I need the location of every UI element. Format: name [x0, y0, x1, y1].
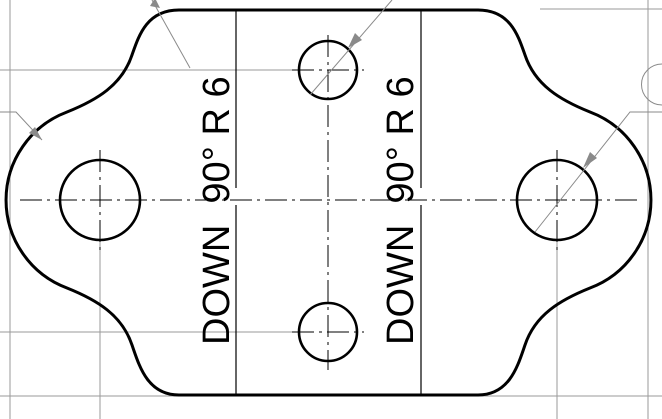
arrow-icon — [150, 0, 160, 8]
balloon-circle — [641, 63, 662, 106]
arrow-icon — [348, 33, 362, 48]
leader-line — [534, 111, 662, 233]
bend-note-left: DOWN 90° R 6 — [196, 76, 238, 345]
part-outline[interactable] — [4, 8, 653, 397]
arrow-icon — [583, 152, 597, 168]
hole-right[interactable] — [515, 158, 599, 242]
leader-line — [309, 0, 393, 96]
hole-bottom[interactable] — [297, 301, 359, 363]
hole-left[interactable] — [58, 158, 142, 242]
leader-line — [151, 0, 191, 69]
leaders — [0, 0, 662, 233]
arrow-icon — [29, 127, 42, 140]
hole-top[interactable] — [297, 39, 359, 101]
bend-note-right: DOWN 90° R 6 — [380, 76, 422, 345]
